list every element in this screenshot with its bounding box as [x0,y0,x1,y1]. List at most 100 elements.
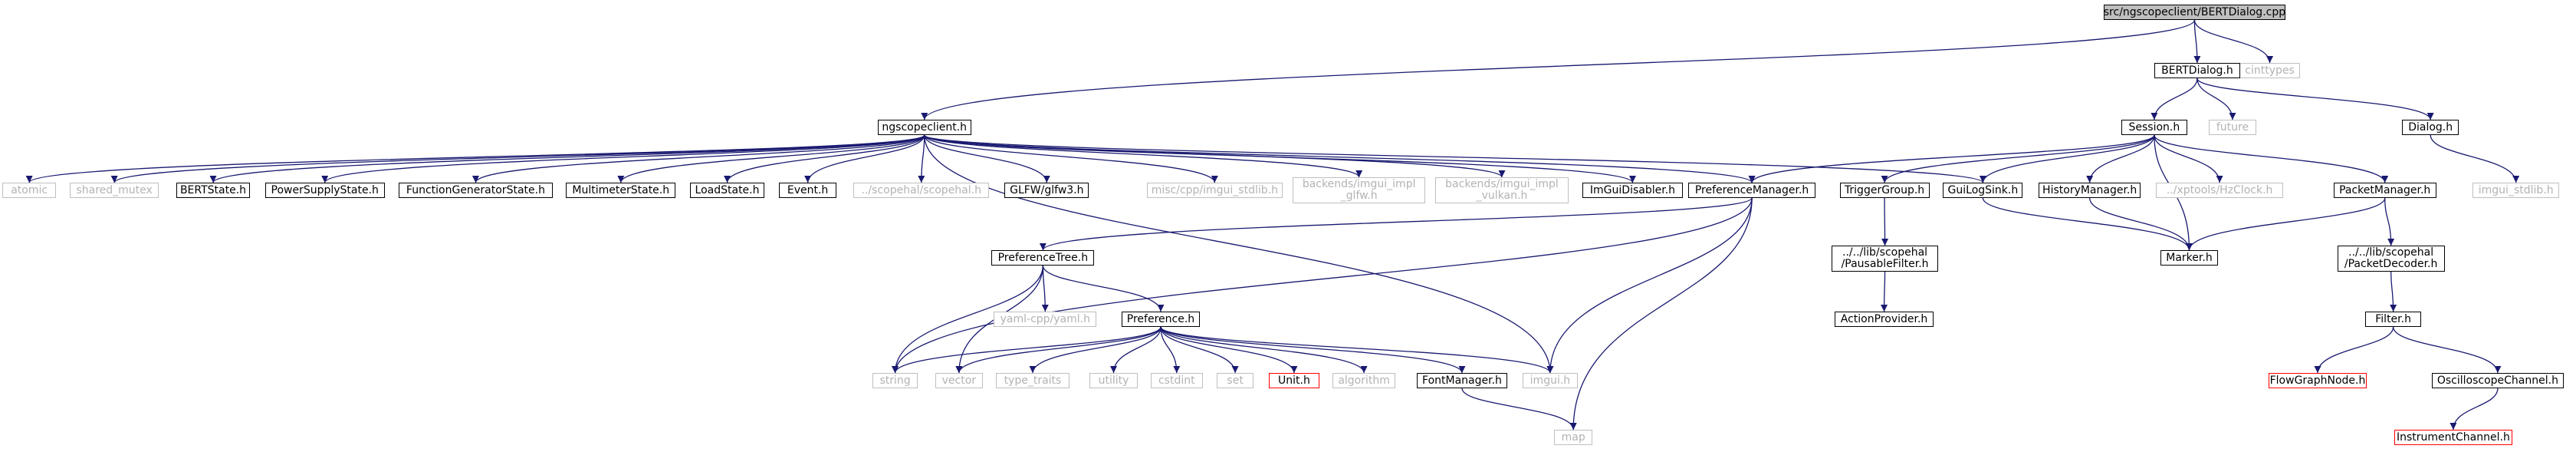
edge-packetmanager-h-to-marker-h [2186,197,2386,251]
node-cinttypes: cinttypes [2239,63,2301,78]
node-glfw3-h[interactable]: GLFW/glfw3.h [1004,183,1089,198]
node-preferencetree-h[interactable]: PreferenceTree.h [991,250,1095,266]
node-bertstate-h[interactable]: BERTState.h [176,183,251,198]
node-fontmanager-h[interactable]: FontManager.h [1416,373,1508,388]
node-session-h[interactable]: Session.h [2121,120,2187,135]
edge-ngscopeclient-h-to-shared-mutex [110,134,925,183]
node-imgui-impl-vulkan-h: backends/imgui_impl _vulkan.h [1435,177,1569,203]
node-historymanager-h[interactable]: HistoryManager.h [2039,183,2141,198]
edge-preference-h-to-type-traits [1029,326,1162,374]
node-marker-h[interactable]: Marker.h [2160,250,2219,266]
node-packetdecoder-h[interactable]: ../../lib/scopehal /PacketDecoder.h [2337,246,2445,272]
edge-session-h-to-guilogsink-h [1979,134,2155,183]
edge-preferencemanager-h-to-map [1569,197,1753,431]
edge-ngscopeclient-h-to-event-h [804,134,925,183]
edge-filter-h-to-oscilloscopechannel-h [2392,326,2502,374]
edge-filter-h-to-flowgraphnode-h [2314,326,2394,374]
node-functiongeneratorstate-h[interactable]: FunctionGeneratorState.h [399,183,553,198]
node-yamlcpp-h: yaml-cpp/yaml.h [994,312,1097,327]
node-map: map [1553,430,1593,445]
edge-preference-h-to-set [1160,326,1239,374]
edge-root-to-ngscopeclient-h [921,19,2196,120]
edge-ngscopeclient-h-to-guilogsink-h [924,134,1986,183]
node-string: string [872,373,918,388]
edge-ngscopeclient-h-to-multimeterstate-h [617,134,925,183]
edge-ngscopeclient-h-to-misc-imgui-stdlib-h [924,134,1218,183]
node-atomic: atomic [2,183,57,198]
node-triggergroup-h[interactable]: TriggerGroup.h [1839,183,1930,198]
node-imguidisabler-h[interactable]: ImGuiDisabler.h [1582,183,1684,198]
edge-historymanager-h-to-marker-h [2089,197,2193,251]
edge-root-to-bertdialog-h [2193,19,2201,64]
edge-session-h-to-triggergroup-h [1881,134,2155,183]
node-type-traits: type_traits [996,373,1070,388]
edge-bertdialog-h-to-future [2196,78,2236,120]
edge-ngscopeclient-h-to-imgui-h [924,134,1554,374]
node-imgui-impl-glfw-h: backends/imgui_impl _glfw.h [1292,177,1426,203]
edge-bertdialog-h-to-dialog-h [2196,78,2434,120]
edge-preference-h-to-fontmanager-h [1160,326,1466,374]
edge-ngscopeclient-h-to-glfw3-h [924,134,1050,183]
node-future: future [2209,120,2256,135]
node-preferencemanager-h[interactable]: PreferenceManager.h [1688,183,1815,198]
edge-ngscopeclient-h-to-imguidisabler-h [924,134,1636,183]
node-event-h[interactable]: Event.h [778,183,837,198]
node-cstdint: cstdint [1150,373,1203,388]
node-algorithm: algorithm [1332,373,1395,388]
edge-preferencemanager-h-to-string [892,197,1753,374]
node-flowgraphnode-h[interactable]: FlowGraphNode.h [2268,373,2367,388]
node-root[interactable]: src/ngscopeclient/BERTDialog.cpp [2103,5,2286,20]
edge-preferencemanager-h-to-preferencetree-h [1040,197,1753,251]
node-imgui-h: imgui.h [1523,373,1578,388]
edge-ngscopeclient-h-to-bertstate-h [209,134,925,183]
edge-root-to-cinttypes [2193,19,2274,64]
node-vector: vector [935,373,983,388]
node-unit-h[interactable]: Unit.h [1269,373,1319,388]
edge-packetmanager-h-to-packetdecoder-h [2384,197,2395,246]
node-utility: utility [1089,373,1138,388]
node-shared-mutex: shared_mutex [70,183,159,198]
edge-preference-h-to-imgui-h [1160,326,1554,374]
edge-preference-h-to-string [892,326,1162,374]
node-powersupplystate-h[interactable]: PowerSupplyState.h [264,183,385,198]
node-guilogsink-h[interactable]: GuiLogSink.h [1943,183,2023,198]
edge-oscilloscopechannel-h-to-instrumentchannel-h [2450,388,2499,431]
edge-preference-h-to-unit-h [1160,326,1298,374]
node-oscilloscopechannel-h[interactable]: OscilloscopeChannel.h [2431,373,2564,388]
node-misc-imgui-stdlib-h: misc/cpp/imgui_stdlib.h [1146,183,1283,198]
edge-preference-h-to-utility [1110,326,1162,374]
edge-preferencetree-h-to-string [892,265,1043,374]
edge-preferencetree-h-to-preference-h [1042,265,1165,312]
node-hzclock-h: ../xptools/HzClock.h [2155,183,2284,198]
edge-ngscopeclient-h-to-imgui-impl-glfw-h [924,134,1363,178]
edge-preferencemanager-h-to-imgui-h [1546,197,1753,374]
node-filter-h[interactable]: Filter.h [2365,312,2421,327]
edge-dialog-h-to-imgui-stdlib-h [2430,134,2520,183]
edge-session-h-to-preferencemanager-h [1748,134,2155,183]
node-pausablefilter-h[interactable]: ../../lib/scopehal /PausableFilter.h [1831,246,1939,272]
edge-guilogsink-h-to-marker-h [1982,197,2193,251]
edge-ngscopeclient-h-to-scopehal-h [918,134,925,183]
edge-preference-h-to-cstdint [1160,326,1181,374]
node-set: set [1216,373,1254,388]
edge-ngscopeclient-h-to-loadstate-h [724,134,925,183]
node-dialog-h[interactable]: Dialog.h [2402,120,2459,135]
edge-session-h-to-hzclock-h [2154,134,2223,183]
node-ngscopeclient-h[interactable]: ngscopeclient.h [877,120,971,135]
node-instrumentchannel-h[interactable]: InstrumentChannel.h [2394,430,2512,445]
node-packetmanager-h[interactable]: PacketManager.h [2333,183,2436,198]
edge-ngscopeclient-h-to-functiongeneratorstate-h [472,134,925,183]
node-preference-h[interactable]: Preference.h [1121,312,1201,327]
node-scopehal-h: ../scopehal/scopehal.h [853,183,990,198]
node-loadstate-h[interactable]: LoadState.h [689,183,765,198]
node-bertdialog-h[interactable]: BERTDialog.h [2154,63,2240,78]
edge-session-h-to-packetmanager-h [2154,134,2389,183]
edge-bertdialog-h-to-session-h [2150,78,2198,120]
edge-preference-h-to-algorithm [1160,326,1368,374]
edge-pausablefilter-h-to-actionprovider-h [1881,271,1888,312]
edge-fontmanager-h-to-map [1461,388,1577,431]
node-actionprovider-h[interactable]: ActionProvider.h [1834,312,1934,327]
node-multimeterstate-h[interactable]: MultimeterState.h [566,183,676,198]
